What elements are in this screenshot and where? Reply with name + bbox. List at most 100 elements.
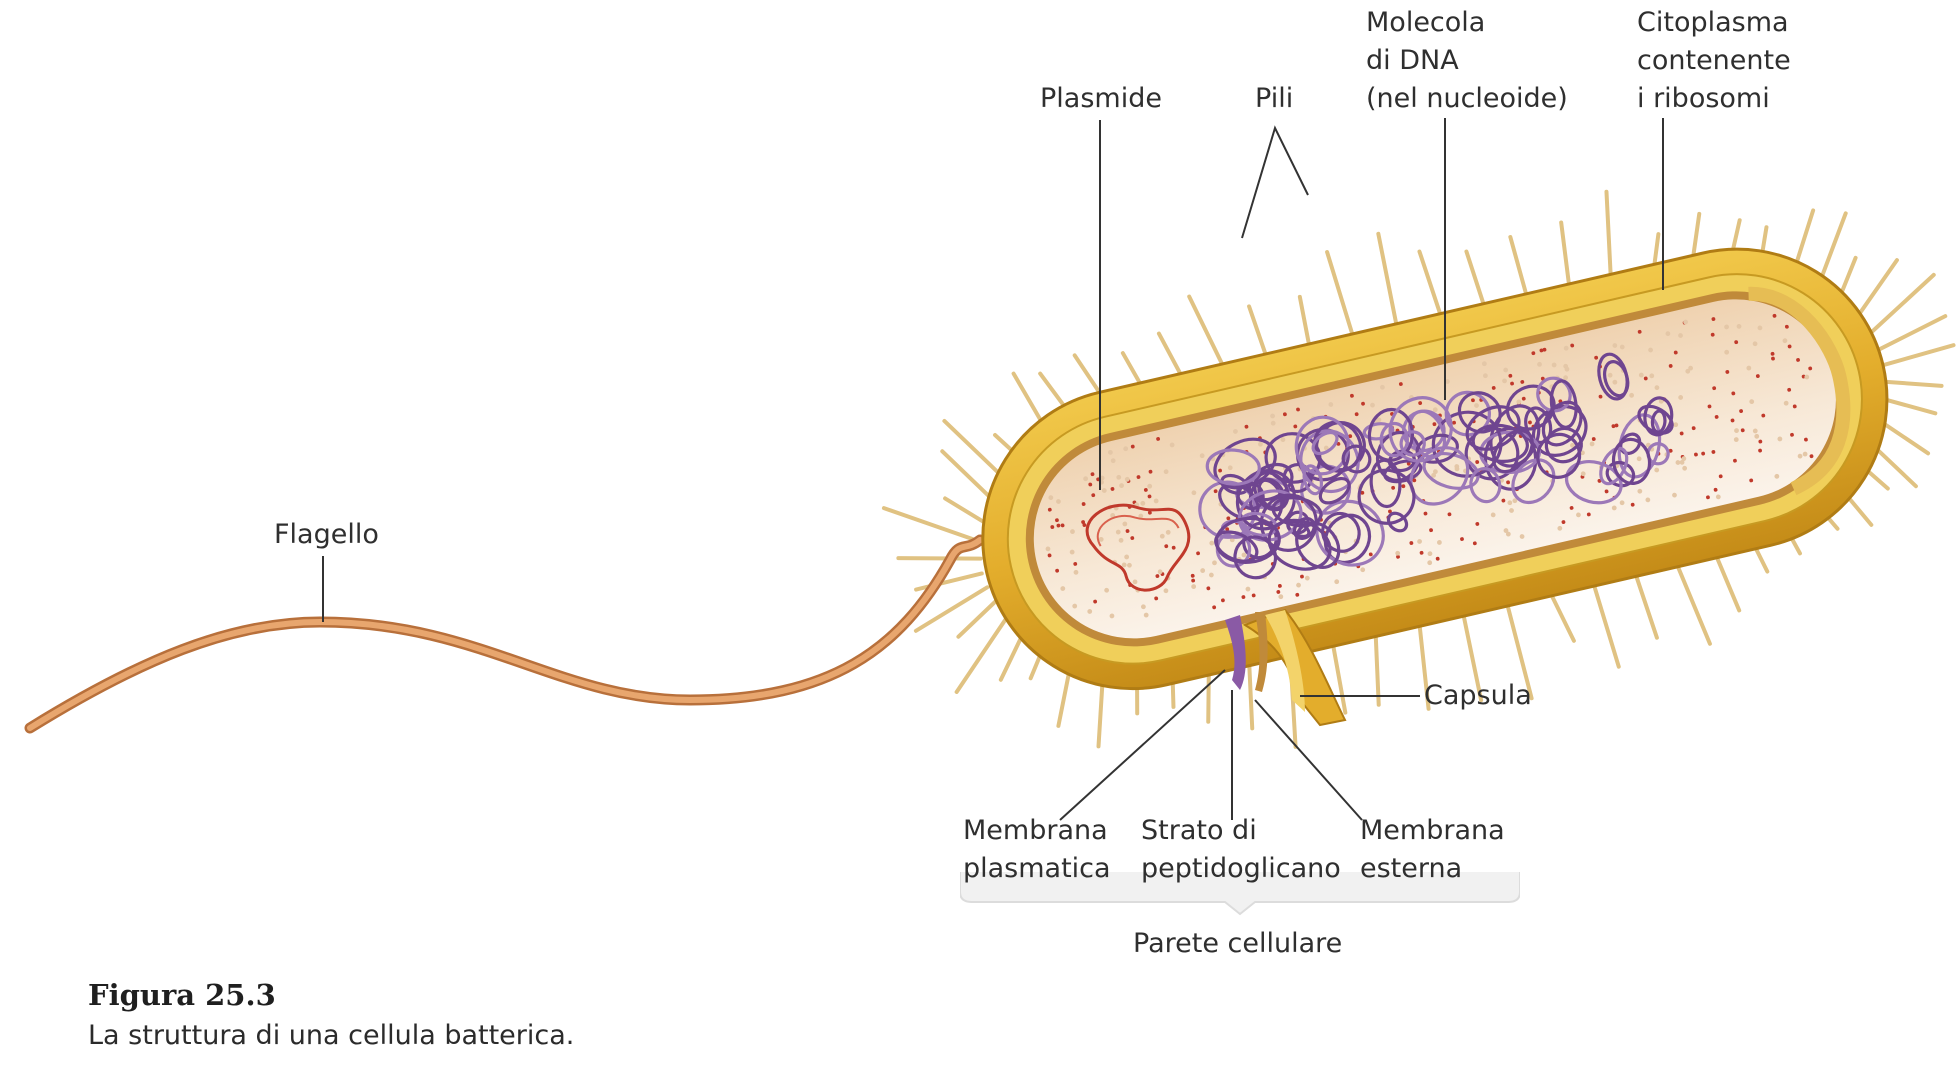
ribosome — [1191, 578, 1196, 583]
speckle — [1258, 441, 1263, 447]
ribosome — [1125, 529, 1130, 533]
dna-loop — [1619, 432, 1642, 455]
speckle — [1648, 347, 1653, 353]
ribosome — [1711, 317, 1716, 321]
speckle — [1070, 529, 1075, 534]
ribosome — [1136, 475, 1141, 479]
dna-loop — [1267, 518, 1332, 571]
ribosome — [1569, 506, 1574, 510]
speckle — [1427, 560, 1433, 566]
ribosome — [1452, 420, 1456, 425]
pilus — [1590, 577, 1621, 669]
ribosome — [1090, 472, 1095, 477]
ribosome — [1804, 437, 1808, 442]
speckle — [1163, 469, 1169, 475]
dna-loop — [1311, 430, 1339, 456]
speckle — [1045, 546, 1051, 552]
dna-loop — [1357, 468, 1416, 525]
pilus — [1417, 249, 1443, 317]
speckle — [1580, 471, 1586, 477]
ribosome — [1396, 554, 1400, 559]
pilus — [914, 571, 984, 592]
ribosome — [1725, 370, 1730, 374]
ribosome — [1435, 556, 1440, 561]
ribosome — [1295, 592, 1300, 597]
pilus — [1464, 249, 1487, 309]
ribosome — [1368, 552, 1373, 557]
ribosome — [1409, 541, 1414, 545]
speckle — [1212, 560, 1217, 566]
speckle — [1432, 407, 1438, 413]
speckle — [1482, 373, 1488, 379]
ribosome — [1277, 584, 1282, 588]
ribosome — [1668, 364, 1673, 368]
speckle — [1715, 494, 1721, 500]
dna-loop — [1599, 446, 1629, 486]
speckle — [1107, 449, 1113, 455]
speckle — [1503, 367, 1509, 373]
speckle — [1733, 437, 1739, 442]
speckle — [1589, 441, 1595, 447]
ribosome — [1755, 374, 1760, 379]
ribosome — [1190, 573, 1195, 578]
dna-loop — [1383, 459, 1423, 484]
speckle — [1673, 422, 1679, 428]
dna-loop — [1379, 421, 1409, 458]
dna-loop — [1399, 430, 1426, 457]
ribosome — [1712, 386, 1717, 391]
dna-loop — [1386, 511, 1409, 533]
speckle — [1512, 498, 1518, 504]
ribosome — [1050, 525, 1055, 529]
speckle — [1153, 498, 1159, 504]
ribosome — [1713, 487, 1718, 492]
dna-loop — [1541, 400, 1583, 447]
speckle — [1118, 537, 1124, 543]
dna-loop — [1444, 390, 1491, 437]
ribosome — [1148, 469, 1153, 474]
ribosome — [1472, 541, 1477, 546]
label-flagello: Flagello — [274, 519, 379, 550]
speckle — [1280, 437, 1286, 443]
speckle — [1110, 513, 1116, 518]
figure-caption-title: Figura 25.3 — [88, 978, 276, 1012]
speckle — [1121, 562, 1127, 568]
flagellum — [24, 534, 986, 734]
ribosome — [1673, 350, 1678, 355]
ribosome — [1506, 480, 1510, 485]
ribosome — [1283, 412, 1287, 417]
ribosome — [1081, 520, 1086, 525]
ribosome — [1734, 340, 1739, 345]
speckle — [1724, 324, 1729, 330]
ribosome — [1348, 434, 1353, 439]
ribosome — [1508, 373, 1513, 378]
pilus — [1417, 623, 1431, 711]
speckle — [1683, 319, 1689, 325]
speckle — [1304, 575, 1310, 581]
speckle — [1208, 572, 1214, 578]
speckle — [1612, 343, 1618, 348]
ribosome — [1171, 545, 1176, 550]
ribosome — [1570, 343, 1575, 348]
speckle — [1782, 338, 1788, 344]
speckle — [1245, 586, 1251, 592]
ribosome — [1520, 380, 1525, 384]
speckle — [1083, 476, 1089, 482]
ribosome — [1586, 512, 1591, 517]
dna-loop — [1544, 426, 1583, 464]
ribosome — [1429, 528, 1433, 533]
speckle — [1685, 368, 1691, 374]
dna-loop — [1605, 460, 1636, 488]
speckle — [1060, 586, 1066, 591]
speckle — [1200, 568, 1206, 573]
ribosome — [1711, 450, 1716, 454]
speckle — [1370, 402, 1375, 408]
ribosome — [1130, 536, 1135, 540]
ribosome — [1401, 484, 1406, 489]
ribosome — [1740, 428, 1745, 433]
speckle — [1323, 445, 1329, 451]
speckle — [1537, 361, 1542, 367]
speckle — [1570, 442, 1575, 448]
speckle — [1157, 569, 1163, 575]
ribosome — [1196, 551, 1200, 556]
